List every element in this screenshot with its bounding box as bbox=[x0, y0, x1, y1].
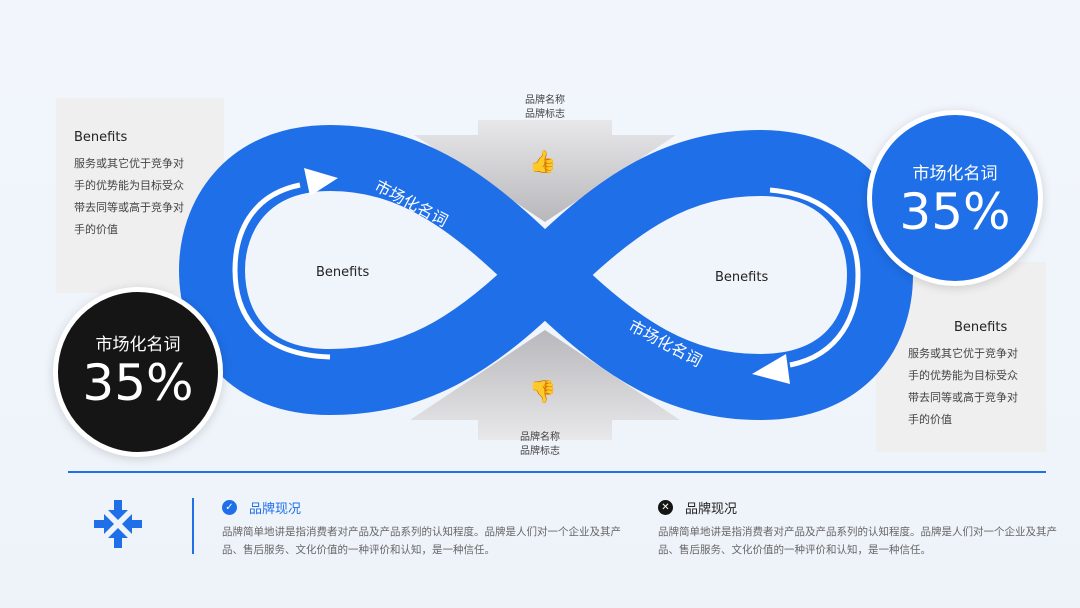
top-label: 品牌名称品牌标志 bbox=[505, 94, 585, 122]
check-circle-icon: ✓ bbox=[222, 500, 237, 515]
vertical-divider bbox=[192, 498, 194, 554]
right-arrowhead bbox=[752, 354, 790, 384]
infinity-diagram bbox=[179, 120, 913, 440]
card-text: 服务或其它优于竞争对手的优势能为目标受众带去同等或高于竞争对手的价值 bbox=[908, 347, 1018, 426]
thumbs-up-icon: 👍 bbox=[529, 150, 557, 175]
thumbs-down-icon: 👎 bbox=[529, 380, 557, 405]
bottom-label: 品牌名称品牌标志 bbox=[500, 431, 580, 459]
x-circle-icon: ✕ bbox=[658, 500, 673, 515]
bottom-shadow-wedge bbox=[410, 330, 680, 440]
card-title: Benefits bbox=[954, 320, 1008, 335]
label-line: 品牌名称 bbox=[520, 432, 560, 443]
divider bbox=[68, 471, 1046, 473]
right-loop-label: Benefits bbox=[715, 270, 769, 285]
label-line: 品牌名称 bbox=[525, 95, 565, 106]
label-line: 品牌标志 bbox=[525, 109, 565, 120]
right-stat-circle: 市场化名词 35% bbox=[867, 110, 1043, 286]
item-title: 品牌现况 bbox=[249, 502, 302, 517]
arrows-converge-icon bbox=[94, 500, 142, 548]
stat-title: 市场化名词 bbox=[912, 164, 998, 184]
bottom-item-2: ✕ 品牌现况 品牌简单地讲是指消费者对产品及产品系列的认知程度。品牌是人们对一个企… bbox=[658, 498, 1058, 559]
left-loop-label: Benefits bbox=[316, 265, 370, 280]
left-stat-circle: 市场化名词 35% bbox=[53, 287, 223, 457]
label-line: 品牌标志 bbox=[520, 446, 560, 457]
stat-value: 35% bbox=[899, 183, 1011, 241]
stat-value: 35% bbox=[82, 354, 194, 412]
item-text: 品牌简单地讲是指消费者对产品及产品系列的认知程度。品牌是人们对一个企业及其产品、… bbox=[658, 526, 1057, 556]
card-text: 服务或其它优于竞争对手的优势能为目标受众带去同等或高于竞争对手的价值 bbox=[74, 157, 184, 236]
infinity-band bbox=[179, 125, 913, 420]
left-arrow-line bbox=[232, 182, 331, 360]
left-benefits-card: Benefits 服务或其它优于竞争对手的优势能为目标受众带去同等或高于竞争对手… bbox=[56, 98, 224, 293]
item-title: 品牌现况 bbox=[685, 502, 738, 517]
left-arrowhead bbox=[304, 168, 338, 196]
right-arrow-line bbox=[769, 187, 861, 368]
bottom-item-1: ✓ 品牌现况 品牌简单地讲是指消费者对产品及产品系列的认知程度。品牌是人们对一个企… bbox=[222, 498, 622, 559]
top-shadow-wedge bbox=[414, 120, 676, 222]
item-text: 品牌简单地讲是指消费者对产品及产品系列的认知程度。品牌是人们对一个企业及其产品、… bbox=[222, 526, 621, 556]
card-title: Benefits bbox=[74, 130, 128, 145]
stat-title: 市场化名词 bbox=[95, 335, 181, 355]
